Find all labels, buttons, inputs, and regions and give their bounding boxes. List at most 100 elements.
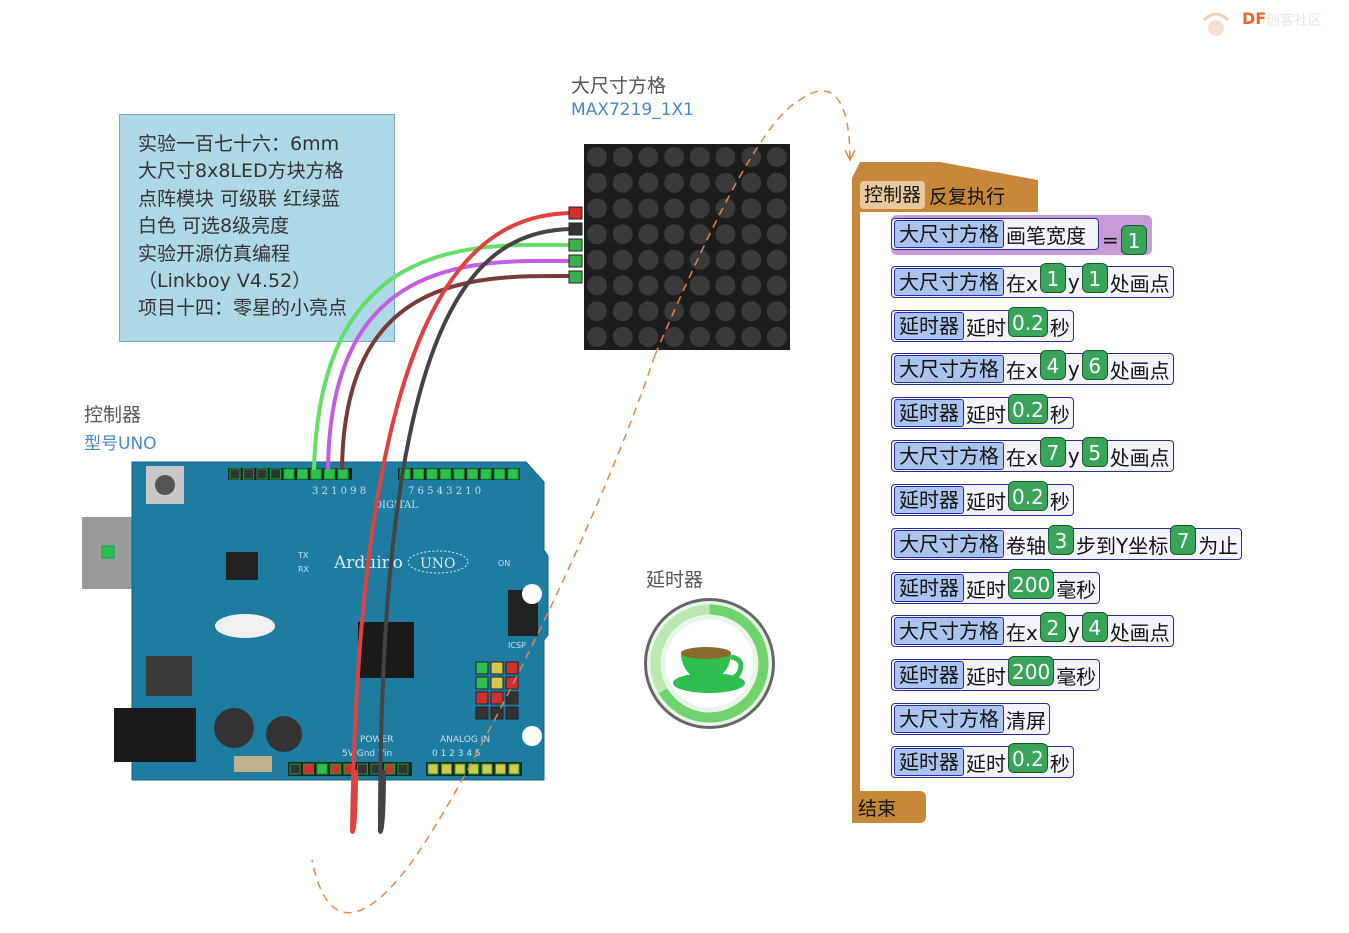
module-chip[interactable]: 大尺寸方格 [894, 355, 1004, 383]
timer-teacup-icon[interactable] [643, 597, 776, 730]
header-pin[interactable] [256, 468, 268, 480]
header-pin[interactable] [454, 763, 466, 775]
header-pin[interactable] [426, 468, 438, 480]
header-pin[interactable] [330, 763, 341, 775]
side-pin[interactable] [475, 706, 489, 720]
statement-row[interactable]: 大尺寸方格清屏 [891, 703, 1050, 735]
number-input[interactable]: 0.2 [1008, 307, 1048, 337]
header-pin[interactable] [397, 763, 409, 775]
wire-black[interactable] [377, 227, 575, 834]
header-pin[interactable] [453, 468, 465, 480]
wire-brown[interactable] [340, 273, 575, 471]
module-chip[interactable]: 延时器 [894, 661, 964, 689]
header-pin[interactable] [481, 763, 493, 775]
number-input[interactable]: 4 [1039, 350, 1066, 380]
wire-purple[interactable] [326, 258, 575, 471]
matrix-pin-vcc[interactable] [568, 206, 583, 220]
matrix-pin-gnd[interactable] [568, 222, 583, 236]
assign-value-input[interactable]: 1 [1121, 225, 1147, 255]
wire-red[interactable] [349, 211, 575, 834]
statement-row[interactable]: 大尺寸方格画笔宽度 [891, 218, 1099, 250]
side-pin[interactable] [475, 691, 489, 705]
number-input[interactable]: 5 [1081, 437, 1108, 467]
header-pin[interactable] [413, 468, 424, 480]
header-pin[interactable] [303, 763, 314, 775]
number-input[interactable]: 7 [1170, 525, 1197, 555]
module-chip[interactable]: 延时器 [894, 399, 964, 427]
number-input[interactable]: 6 [1081, 350, 1108, 380]
statement-text: 延时 [966, 402, 1006, 427]
matrix-pin-clk[interactable] [568, 270, 583, 284]
header-pin[interactable] [270, 468, 281, 480]
side-pin[interactable] [490, 706, 504, 720]
header-pin[interactable] [508, 763, 520, 775]
module-chip[interactable]: 延时器 [894, 312, 964, 340]
header-pin[interactable] [441, 763, 452, 775]
module-chip[interactable]: 大尺寸方格 [894, 268, 1004, 296]
header-pin[interactable] [229, 468, 241, 480]
statement-text: 在x [1006, 271, 1038, 296]
module-chip[interactable]: 大尺寸方格 [894, 220, 1004, 248]
side-pin[interactable] [490, 691, 504, 705]
side-pin[interactable] [505, 691, 519, 705]
controller-chip[interactable]: 控制器 [860, 181, 926, 209]
led-matrix-module[interactable] [584, 144, 790, 350]
header-pin[interactable] [494, 468, 505, 480]
number-input[interactable]: 1 [1081, 263, 1108, 293]
header-pin[interactable] [480, 468, 492, 480]
module-chip[interactable]: 大尺寸方格 [894, 442, 1004, 470]
header-pin[interactable] [440, 468, 451, 480]
number-input[interactable]: 0.2 [1008, 743, 1048, 773]
header-pin[interactable] [316, 763, 328, 775]
module-chip[interactable]: 延时器 [894, 574, 964, 602]
number-input[interactable]: 1 [1039, 263, 1066, 293]
side-pin[interactable] [490, 661, 504, 675]
number-input[interactable]: 200 [1008, 656, 1055, 686]
module-chip[interactable]: 延时器 [894, 748, 964, 776]
header-pin[interactable] [289, 763, 301, 775]
experiment-note[interactable]: 实验一百七十六：6mm 大尺寸8x8LED方块方格 点阵模块 可级联 红绿蓝 白… [119, 114, 395, 342]
number-input[interactable]: 3 [1048, 525, 1074, 555]
header-pin[interactable] [243, 468, 254, 480]
header-pin[interactable] [283, 468, 295, 480]
module-chip[interactable]: 大尺寸方格 [894, 617, 1004, 645]
header-pin[interactable] [357, 763, 368, 775]
side-pin[interactable] [505, 661, 519, 675]
header-pin[interactable] [507, 468, 519, 480]
number-input[interactable]: 0.2 [1008, 394, 1048, 424]
loop-end-block[interactable]: 结束 [852, 791, 926, 823]
module-chip[interactable]: 延时器 [894, 486, 964, 514]
led-dot [689, 275, 710, 296]
number-input[interactable]: 2 [1039, 612, 1066, 642]
number-input[interactable]: 7 [1039, 437, 1066, 467]
header-pin[interactable] [427, 763, 439, 775]
matrix-pin-din[interactable] [568, 238, 583, 252]
led-dot [689, 198, 710, 219]
side-pin[interactable] [490, 676, 504, 690]
module-chip[interactable]: 大尺寸方格 [894, 705, 1004, 733]
side-pin[interactable] [505, 706, 519, 720]
module-chip[interactable]: 大尺寸方格 [894, 530, 1004, 558]
header-pin[interactable] [467, 468, 478, 480]
header-pin[interactable] [384, 763, 395, 775]
number-input[interactable]: 200 [1008, 569, 1055, 599]
wire-green[interactable] [312, 242, 575, 471]
number-input[interactable]: 0.2 [1008, 481, 1048, 511]
header-pin[interactable] [297, 468, 308, 480]
number-input[interactable]: 4 [1081, 612, 1108, 642]
side-pin[interactable] [475, 676, 489, 690]
matrix-pin-cs[interactable] [568, 254, 583, 268]
header-pin[interactable] [495, 763, 506, 775]
side-pin[interactable] [475, 661, 489, 675]
